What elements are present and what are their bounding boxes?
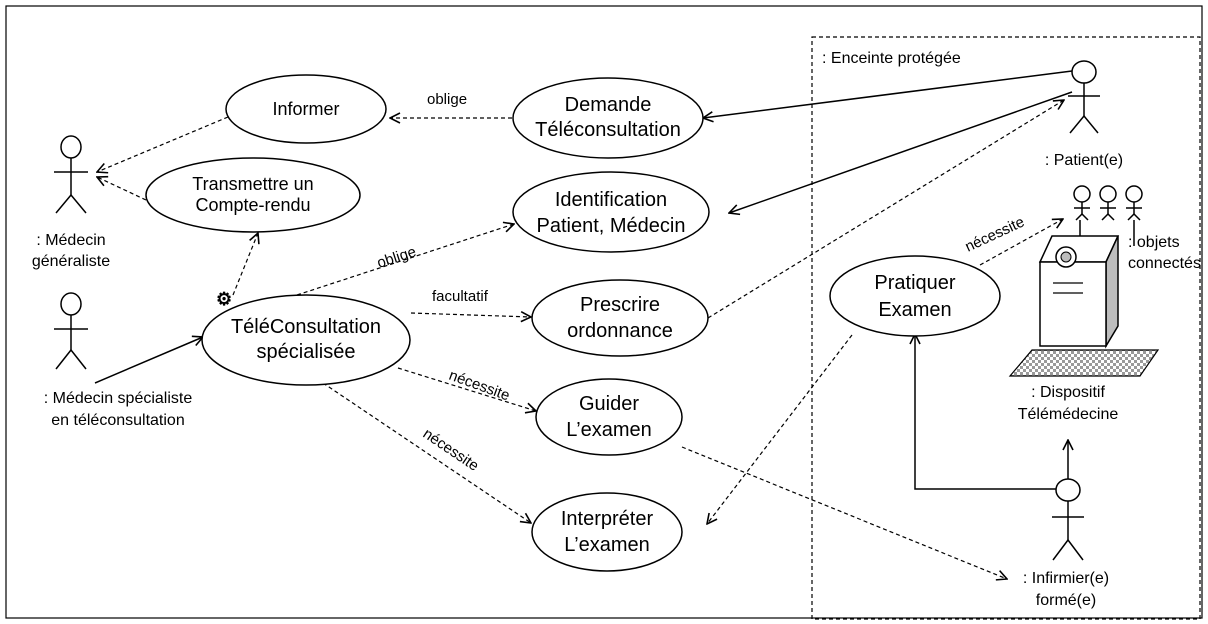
edge-guider-infirmier: [681, 446, 1007, 579]
connected-object-icon: [1125, 185, 1143, 221]
use-case-pratiquer-line1: Pratiquer: [874, 272, 955, 294]
actor-specialiste-line1: : Médecin spécialiste: [44, 390, 193, 407]
actor-objets-line2: connectés: [1128, 255, 1201, 272]
connected-object-icon: [1073, 185, 1091, 221]
stick-figure-icon: [54, 292, 88, 370]
stick-figure-icon: [1052, 478, 1084, 561]
actor-infirmier: : Infirmier(e) formé(e): [1023, 478, 1109, 609]
use-case-guider: Guider L’examen: [535, 378, 683, 456]
use-case-demande-line2: Téléconsultation: [535, 119, 681, 141]
actor-patient-label: : Patient(e): [1045, 152, 1123, 169]
actor-generaliste-line2: généraliste: [32, 253, 110, 270]
edge-label-oblige-identification: oblige: [375, 243, 418, 272]
edge-informer-generaliste: [97, 116, 229, 172]
edge-teleconsultation-transmettre: [232, 233, 258, 296]
actor-dispositif-line2: Télémédecine: [1018, 406, 1119, 423]
use-case-interpreter: Interpréter L’examen: [531, 492, 683, 572]
edge-patient-demande: [703, 70, 1073, 118]
edge-pratiquer-interpreter: [707, 334, 853, 524]
uncertain-glyph: ⚙: [216, 289, 232, 309]
edge-infirmier-pratiquer: [915, 334, 1057, 490]
stick-figure-icon: [54, 135, 88, 214]
use-case-demande-line1: Demande: [565, 94, 652, 116]
stick-figure-icon: [1068, 60, 1100, 134]
use-case-pratiquer: Pratiquer Examen: [829, 255, 1001, 337]
actor-objets-connectes: : objets connectés: [1073, 185, 1201, 272]
use-case-transmettre-line1: Transmettre un: [192, 174, 313, 194]
diagram-frame: [5, 5, 1203, 619]
edge-teleconsultation-prescrire: [410, 313, 531, 317]
edge-label-necessite-guider: nécessite: [447, 367, 512, 405]
actor-infirmier-line1: : Infirmier(e): [1023, 570, 1109, 587]
edge-patient-identification: [729, 91, 1073, 213]
actor-patient: : Patient(e): [1045, 60, 1123, 169]
use-case-prescrire: Prescrire ordonnance: [531, 279, 709, 357]
server-tower-icon: [1008, 220, 1160, 377]
actor-generaliste-line1: : Médecin: [36, 232, 105, 249]
use-case-prescrire-line1: Prescrire: [580, 294, 660, 316]
actor-objets-line1: : objets: [1128, 234, 1180, 251]
actor-dispositif-telemedecine: : Dispositif Télémédecine: [1008, 220, 1160, 423]
use-case-demande: Demande Téléconsultation: [512, 77, 704, 159]
system-boundary-label: : Enceinte protégée: [822, 50, 961, 67]
use-case-guider-line2: L’examen: [566, 419, 652, 441]
edge-teleconsultation-identification: [296, 224, 514, 296]
use-case-prescrire-line2: ordonnance: [567, 320, 673, 342]
actor-infirmier-line2: formé(e): [1036, 592, 1096, 609]
use-case-informer-label: Informer: [272, 99, 339, 119]
use-case-transmettre: Transmettre un Compte-rendu: [145, 157, 361, 233]
edge-specialiste-teleconsultation: [94, 337, 203, 384]
edge-pratiquer-objets: [979, 219, 1063, 266]
edge-label-necessite-objets: nécessite: [963, 213, 1028, 255]
connected-object-icon: [1099, 185, 1117, 221]
edge-transmettre-generaliste: [97, 177, 147, 201]
actor-specialiste-line2: en téléconsultation: [51, 412, 184, 429]
edge-label-oblige-informer: oblige: [427, 91, 467, 108]
use-case-pratiquer-line2: Examen: [878, 299, 951, 321]
use-case-guider-line1: Guider: [579, 393, 639, 415]
use-case-identification: Identification Patient, Médecin: [512, 171, 710, 253]
edge-label-necessite-interpreter: nécessite: [420, 425, 482, 475]
actor-medecin-specialiste: : Médecin spécialiste en téléconsultatio…: [44, 292, 193, 429]
use-case-identification-line1: Identification: [555, 189, 667, 211]
edge-teleconsultation-guider: [397, 367, 536, 411]
use-case-informer: Informer: [225, 74, 387, 144]
edge-teleconsultation-interpreter: [322, 382, 531, 523]
system-boundary: [811, 36, 1201, 620]
edge-label-facultatif: facultatif: [432, 288, 489, 305]
use-case-teleconsultation: TéléConsultation spécialisée: [201, 294, 411, 386]
use-case-teleconsultation-line2: spécialisée: [257, 341, 356, 363]
actor-dispositif-line1: : Dispositif: [1031, 384, 1105, 401]
use-case-identification-line2: Patient, Médecin: [537, 215, 686, 237]
use-case-transmettre-line2: Compte-rendu: [195, 195, 310, 215]
actor-medecin-generaliste: : Médecin généraliste: [32, 135, 110, 270]
use-case-teleconsultation-line1: TéléConsultation: [231, 316, 381, 338]
use-case-interpreter-line2: L’examen: [564, 534, 650, 556]
use-case-interpreter-line1: Interpréter: [561, 508, 654, 530]
